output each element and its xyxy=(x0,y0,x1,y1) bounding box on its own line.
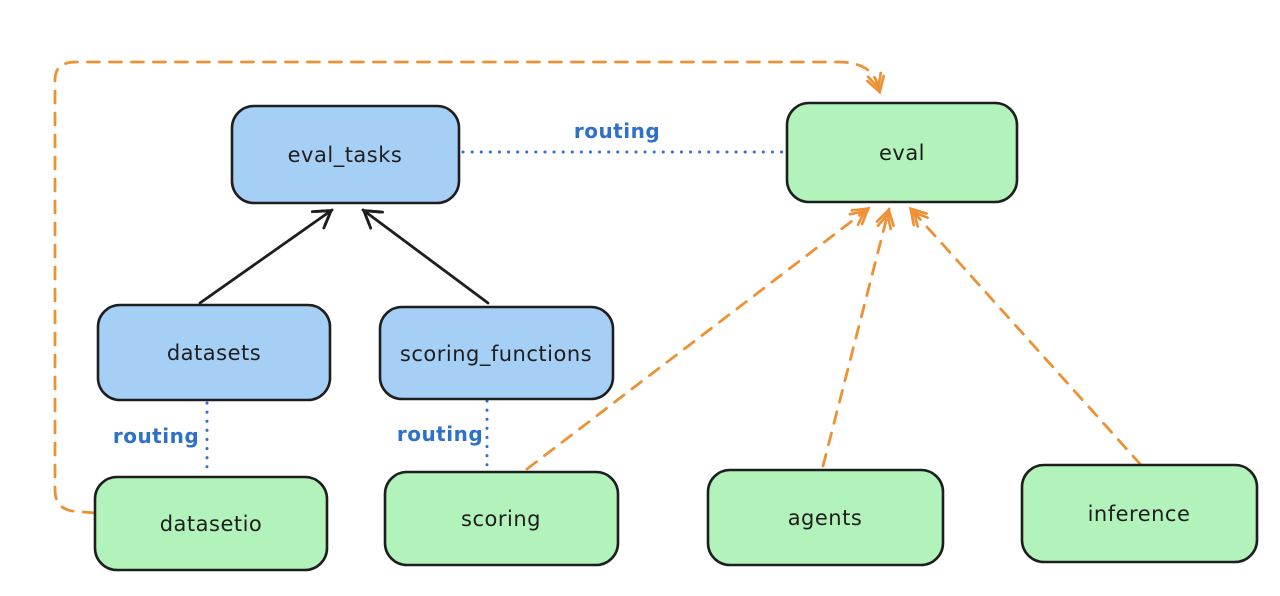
edge-agents-to-eval xyxy=(821,207,895,468)
eval-label: eval xyxy=(879,141,925,165)
edge-datasets-to-eval-tasks xyxy=(198,208,334,305)
node-inference: inference xyxy=(1020,463,1259,564)
node-datasets: datasets xyxy=(96,303,332,402)
routing-label-eval-tasks-eval: routing xyxy=(574,119,660,143)
edge-scoring-to-eval xyxy=(525,206,871,471)
edge-datasetio-to-eval xyxy=(53,60,886,515)
datasetio-label: datasetio xyxy=(160,512,263,536)
node-datasetio: datasetio xyxy=(93,475,329,572)
agents-box xyxy=(706,468,945,567)
datasets-label: datasets xyxy=(167,341,261,365)
inference-box xyxy=(1020,463,1259,564)
scoring-label: scoring xyxy=(461,507,541,531)
routing-label-datasets-datasetio: routing xyxy=(113,424,199,448)
eval-tasks-label: eval_tasks xyxy=(288,143,403,168)
node-eval-tasks: eval_tasks xyxy=(230,104,461,205)
routing-label-scoring-functions-scoring: routing xyxy=(397,422,483,446)
eval-box xyxy=(785,101,1019,204)
datasetio-box xyxy=(93,475,329,572)
node-scoring: scoring xyxy=(383,470,620,567)
scoring-functions-label: scoring_functions xyxy=(400,342,592,367)
eval-tasks-box xyxy=(230,104,461,205)
edge-inference-to-eval xyxy=(908,206,1143,467)
node-scoring-functions: scoring_functions xyxy=(378,305,615,401)
inference-label: inference xyxy=(1088,502,1191,526)
scoring-functions-box xyxy=(378,305,615,401)
node-eval: eval xyxy=(785,101,1019,204)
scoring-box xyxy=(383,470,620,567)
datasets-box xyxy=(96,303,332,402)
agents-label: agents xyxy=(788,506,863,530)
edge-scoring-functions-to-eval-tasks xyxy=(361,208,490,305)
node-agents: agents xyxy=(706,468,945,567)
